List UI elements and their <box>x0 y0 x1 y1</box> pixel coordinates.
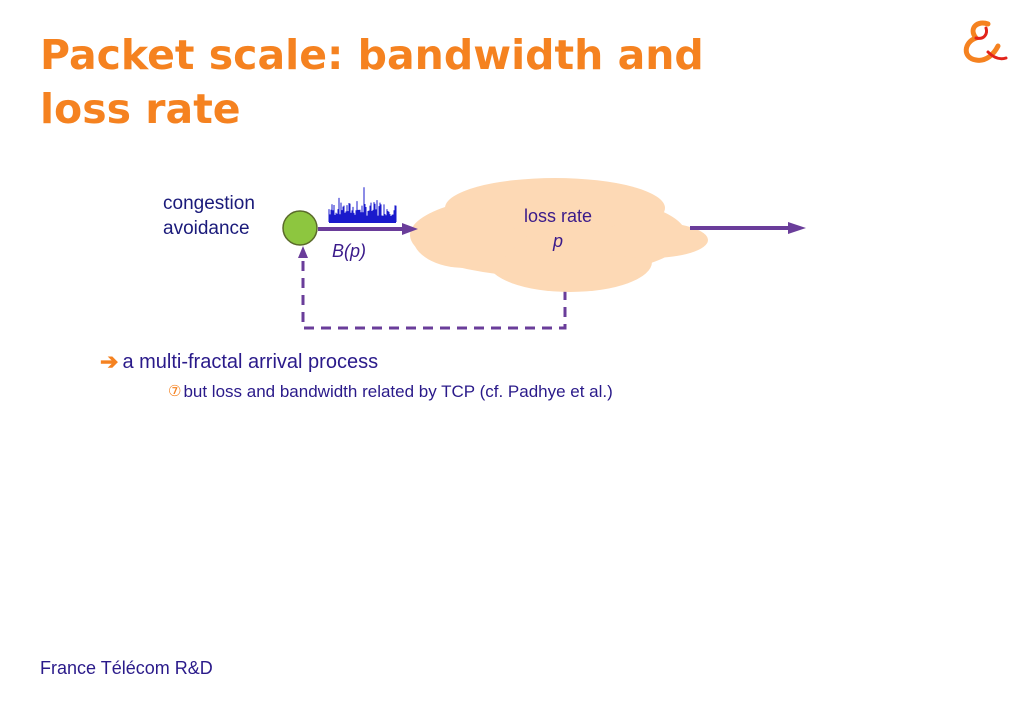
multifractal-traffic-trace <box>328 187 397 223</box>
slide-footer: France Télécom R&D <box>40 658 213 678</box>
bandwidth-arrowhead <box>402 223 418 235</box>
source-label-line-1: congestion <box>163 193 255 214</box>
loss-rate-label: loss rate p <box>505 204 611 254</box>
congestion-avoidance-label: congestion avoidance <box>163 191 255 241</box>
loss-cloud <box>410 178 708 292</box>
circled-seven-bullet-icon: ⑦ <box>168 383 182 400</box>
france-telecom-logo-icon <box>963 20 1008 63</box>
congestion-avoidance-node <box>282 210 318 246</box>
feedback-loop <box>301 256 567 330</box>
loss-rate-line-1: loss rate <box>523 206 593 226</box>
bullet-level-1-text: a multi-fractal arrival process <box>122 351 379 373</box>
slide-title-line-1: Packet scale: bandwidth and <box>40 31 704 79</box>
slide-title-line-2: loss rate <box>40 85 241 133</box>
feedback-arrowhead <box>298 246 308 258</box>
bullet-level-2-text: but loss and bandwidth related by TCP (c… <box>183 382 613 401</box>
source-label-line-2: avoidance <box>163 218 250 239</box>
output-arrowhead <box>788 222 806 234</box>
bullet-list: ➔ a multi-fractal arrival process ⑦ but … <box>100 348 613 404</box>
loss-rate-symbol: p <box>552 231 563 251</box>
slide-title: Packet scale: bandwidth and loss rate <box>40 28 840 136</box>
arrow-bullet-icon: ➔ <box>100 349 119 374</box>
bullet-level-2: ⑦ but loss and bandwidth related by TCP … <box>168 380 613 404</box>
bandwidth-label: B(p) <box>332 241 367 261</box>
bullet-level-1: ➔ a multi-fractal arrival process <box>100 348 613 376</box>
